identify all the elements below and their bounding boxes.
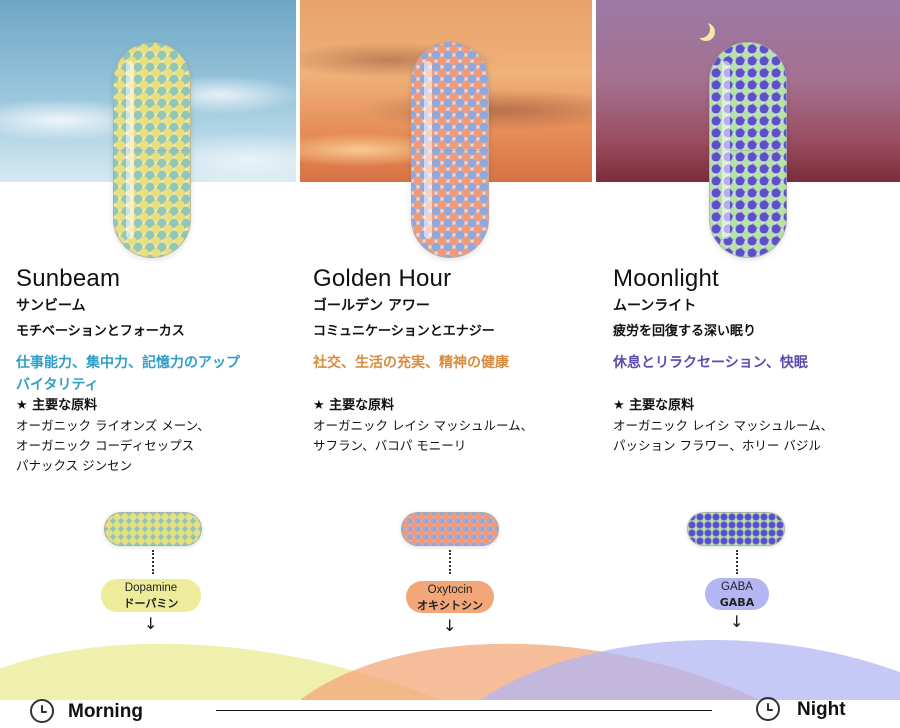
product-subtitle: 疲労を回復する深い眠り xyxy=(613,324,757,339)
product-subtitle: モチベーションとフォーカス xyxy=(16,324,185,339)
benefit-line: バイタリティ xyxy=(16,377,99,393)
ingredients-title: ★ 主要な原料 xyxy=(313,398,395,413)
clock-icon xyxy=(756,697,780,721)
neurotransmitter-name-jp: GABA xyxy=(719,596,755,609)
time-of-day-waves xyxy=(0,640,900,700)
benefit-line: 社交、生活の充実、精神の健康 xyxy=(313,355,509,371)
moonlight-wave xyxy=(480,640,900,700)
neurotransmitter-name: Oxytocin xyxy=(427,584,473,596)
product-benefits: 休息とリラクセーション、快眠 xyxy=(613,352,893,396)
arrow-down-icon: ↓ xyxy=(443,616,457,635)
arrow-down-icon: ↓ xyxy=(730,612,744,631)
timeline-end-label: Night xyxy=(797,699,846,720)
product-subtitle: コミュニケーションとエナジー xyxy=(313,324,495,339)
ingredient-line: オーガニック コーディセップス xyxy=(16,438,195,453)
ingredients-title: ★ 主要な原料 xyxy=(613,398,695,413)
benefit-line: 仕事能力、集中力、記憶力のアップ xyxy=(16,355,240,371)
ingredient-line: サフラン、バコパ モニーリ xyxy=(313,438,467,453)
crescent-moon-icon xyxy=(692,20,710,38)
golden-hour-capsule-image xyxy=(411,42,489,258)
sunbeam-product-info: Sunbeam サンビーム モチベーションとフォーカス 仕事能力、集中力、記憶力… xyxy=(16,264,296,476)
timeline-start-label: Morning xyxy=(68,701,143,722)
oxytocin-badge: Oxytocin オキシトシン xyxy=(406,581,494,613)
dotted-connector xyxy=(449,550,451,574)
neurotransmitter-name: Dopamine xyxy=(124,582,178,594)
neurotransmitter-name-jp: ドーパミン xyxy=(123,597,179,610)
sunbeam-capsule-image xyxy=(113,42,191,258)
ingredient-line: オーガニック ライオンズ メーン、 xyxy=(16,418,210,433)
neurotransmitter-name-jp: オキシトシン xyxy=(417,599,483,612)
golden-hour-product-info: Golden Hour ゴールデン アワー コミュニケーションとエナジー 社交、… xyxy=(313,264,593,456)
moonlight-capsule-image xyxy=(709,42,787,258)
product-name: Moonlight xyxy=(613,265,719,292)
product-name-jp: ゴールデン アワー xyxy=(313,298,430,314)
golden-hour-mini-capsule-image xyxy=(401,512,499,546)
product-name: Sunbeam xyxy=(16,265,121,292)
gaba-badge: GABA GABA xyxy=(705,578,769,610)
sunbeam-mini-capsule-image xyxy=(104,512,202,546)
benefit-line: 休息とリラクセーション、快眠 xyxy=(613,355,808,371)
ingredient-line: パナックス ジンセン xyxy=(16,458,133,473)
ingredient-line: オーガニック レイシ マッシュルーム、 xyxy=(313,418,534,433)
dopamine-badge: Dopamine ドーパミン xyxy=(101,579,201,612)
product-name-jp: ムーンライト xyxy=(613,298,697,314)
product-name-jp: サンビーム xyxy=(16,298,86,314)
ingredients-title: ★ 主要な原料 xyxy=(16,398,98,413)
moonlight-product-info: Moonlight ムーンライト 疲労を回復する深い眠り 休息とリラクセーション… xyxy=(613,264,893,456)
product-name: Golden Hour xyxy=(313,265,452,292)
moonlight-mini-capsule-image xyxy=(687,512,785,546)
clock-icon xyxy=(30,699,54,723)
dotted-connector xyxy=(152,550,154,574)
product-benefits: 社交、生活の充実、精神の健康 xyxy=(313,352,593,396)
product-benefits: 仕事能力、集中力、記憶力のアップ バイタリティ xyxy=(16,352,296,396)
timeline-line xyxy=(216,710,712,711)
arrow-down-icon: ↓ xyxy=(144,614,158,633)
ingredient-line: パッション フラワー、ホリー バジル xyxy=(613,438,821,453)
neurotransmitter-name: GABA xyxy=(721,581,753,593)
dotted-connector xyxy=(736,550,738,574)
ingredient-line: オーガニック レイシ マッシュルーム、 xyxy=(613,418,834,433)
